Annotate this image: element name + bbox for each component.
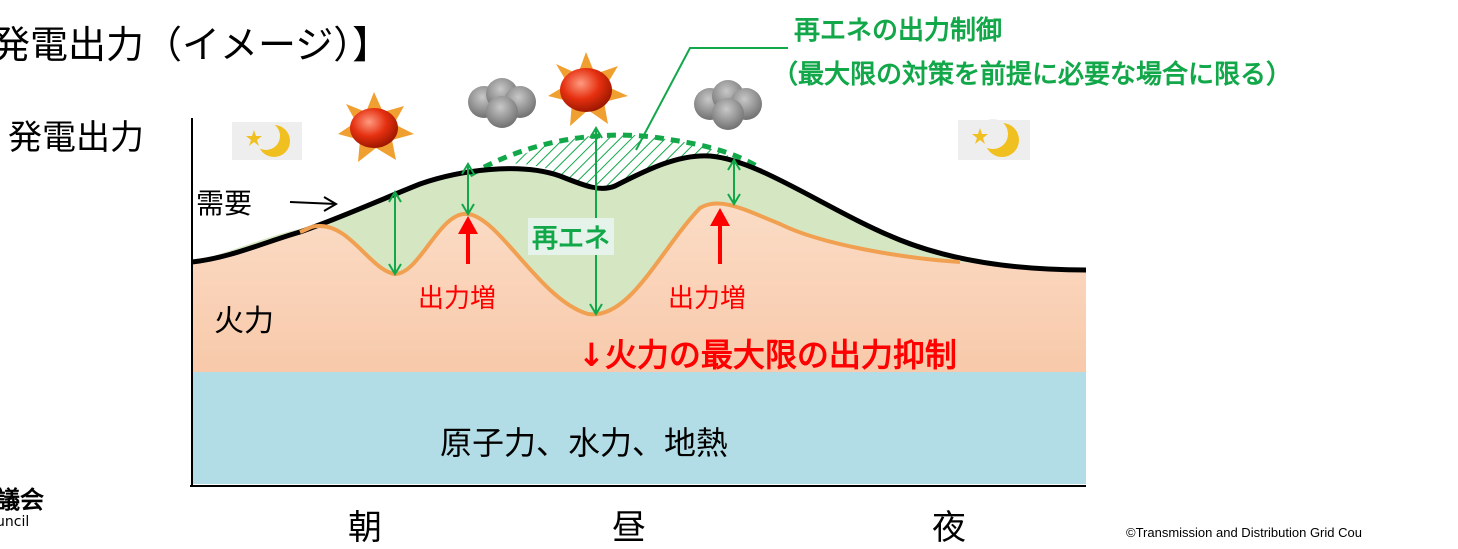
output-increase-left-label: 出力増 [418,284,497,314]
sun-icon [548,52,628,126]
curtailment-title: 再エネの出力制御 [794,16,1003,46]
organization-logo-subtext: uncil [0,514,30,530]
baseload-band [192,372,1086,484]
cloud-icon [468,78,536,128]
output-increase-right-label: 出力増 [668,284,747,314]
thermal-suppression-label: ↓火力の最大限の出力抑制 [578,336,957,374]
demand-label: 需要 [196,187,253,220]
time-label-night: 夜 [932,508,966,548]
curtailment-note: （最大限の対策を前提に必要な場合に限る） [772,60,1293,90]
thermal-label: 火力 [214,304,274,339]
moon-icon [232,122,302,160]
renewable-label: 再エネ [528,218,615,255]
copyright-text: ©Transmission and Distribution Grid Cou [1126,525,1362,540]
renewable-band [192,155,1086,315]
curtailment-callout-line [635,47,788,151]
curtailment-outline [468,132,762,178]
time-label-noon: 昼 [612,508,646,548]
moon-icon [958,119,1030,160]
demand-pointer-arrow [289,196,338,212]
thermal-output-line [299,201,961,317]
y-axis-label: 発電出力 [8,118,144,158]
cloud-icon [694,80,762,130]
time-label-morning: 朝 [348,508,382,548]
page-title: 発電出力（イメージ）】 [0,23,391,67]
sun-icon [338,92,414,162]
renewable-arrows [388,126,741,316]
thermal-increase-arrows [458,208,730,264]
demand-line [191,153,1087,273]
baseload-label: 原子力、水力、地熱 [440,424,729,462]
organization-logo-text: 議会 [0,486,44,514]
